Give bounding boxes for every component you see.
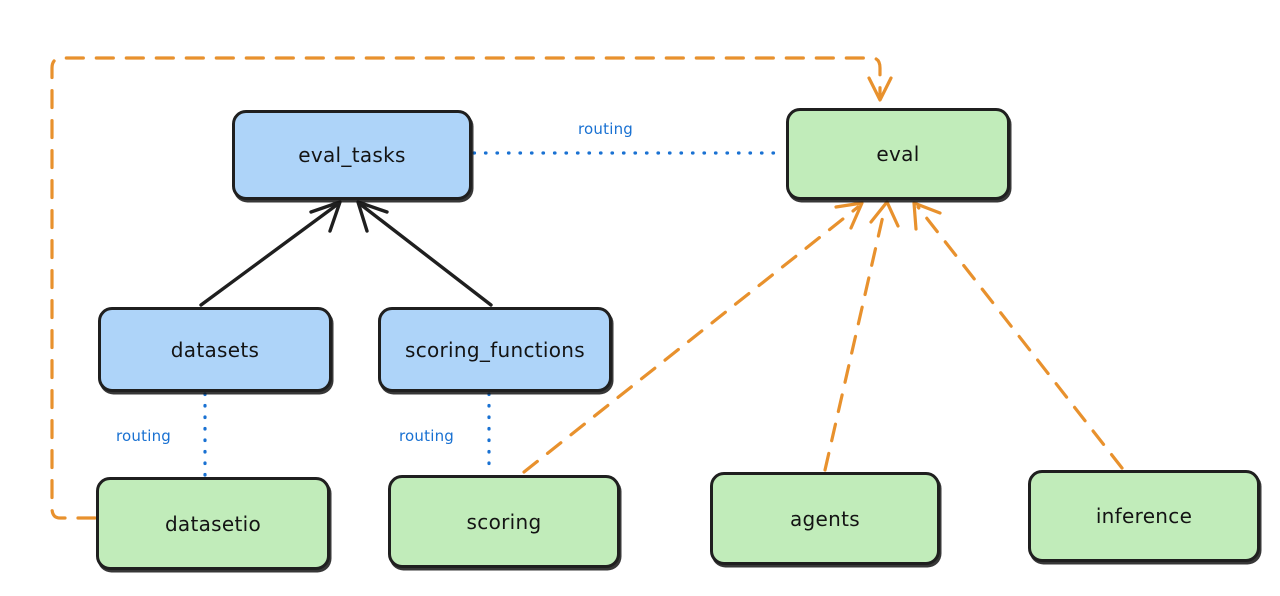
- edge-inference-to-eval: [912, 201, 1124, 470]
- edge-label-routing-eval-tasks-eval: routing: [578, 120, 633, 138]
- node-label: scoring: [466, 509, 542, 534]
- edge-label-routing-datasets-datasetio: routing: [116, 427, 171, 445]
- edge-agents-to-eval: [823, 200, 900, 472]
- node-inference[interactable]: inference: [1028, 470, 1260, 562]
- node-scoring-functions[interactable]: scoring_functions: [378, 307, 612, 392]
- node-datasets[interactable]: datasets: [98, 307, 332, 392]
- node-label: inference: [1095, 504, 1193, 528]
- node-label: eval_tasks: [298, 143, 406, 167]
- node-label: scoring_functions: [404, 337, 586, 362]
- node-label: datasetio: [164, 511, 262, 536]
- node-eval-tasks[interactable]: eval_tasks: [232, 110, 472, 200]
- edge-label-routing-scoring-functions-scoring: routing: [399, 427, 454, 445]
- node-datasetio[interactable]: datasetio: [96, 477, 330, 570]
- edge-scoring_functions-to-eval_tasks: [356, 200, 493, 307]
- node-scoring[interactable]: scoring: [388, 475, 620, 568]
- edge-datasets-to-eval_tasks: [199, 200, 342, 307]
- node-label: eval: [876, 142, 920, 166]
- node-eval[interactable]: eval: [786, 108, 1010, 200]
- node-agents[interactable]: agents: [710, 472, 940, 565]
- node-label: datasets: [170, 337, 260, 362]
- node-label: agents: [790, 506, 860, 531]
